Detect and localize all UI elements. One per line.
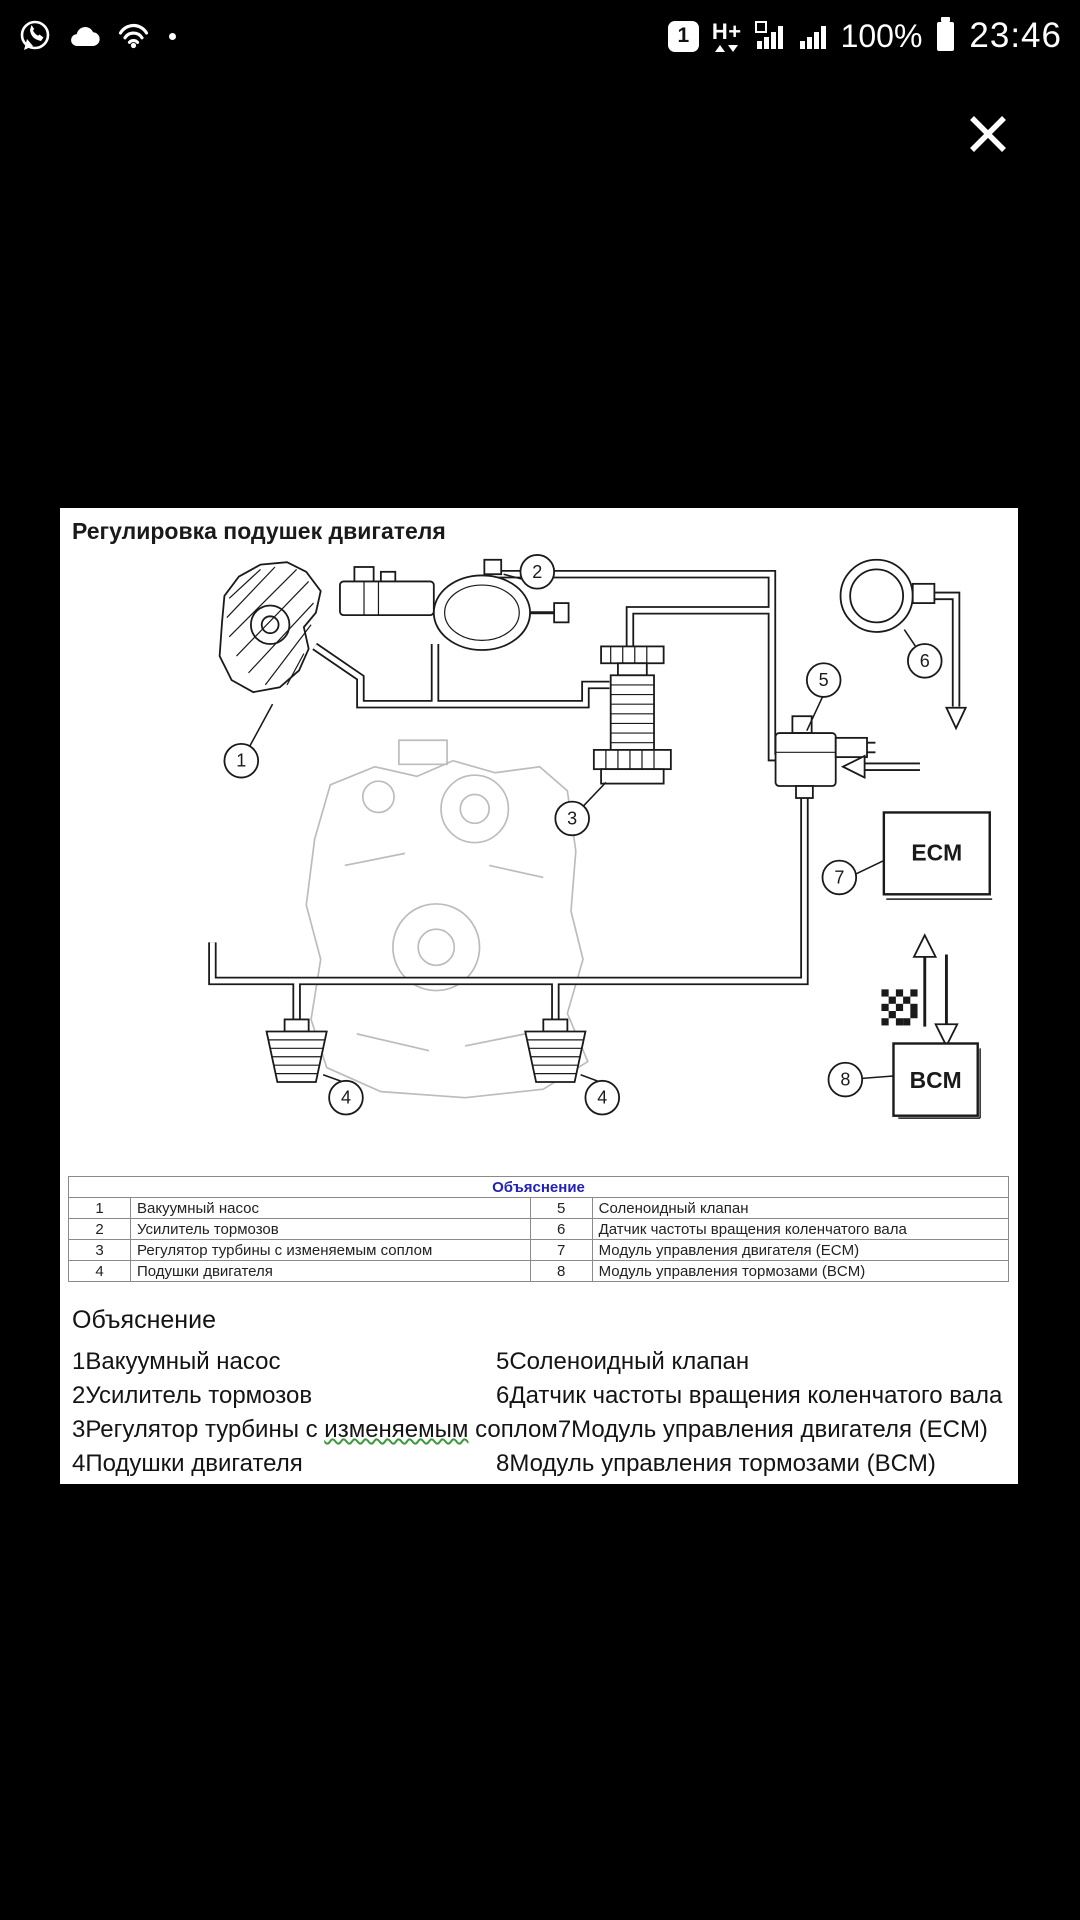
datamatrix-code bbox=[881, 989, 918, 1026]
callout-6: 6 bbox=[907, 643, 943, 679]
svg-text:4: 4 bbox=[597, 1088, 607, 1108]
legend-row: 1Вакуумный насос 5Соленоидный клапан bbox=[72, 1345, 1006, 1379]
legend-item: 7Модуль управления двигателя (ECM) bbox=[557, 1416, 988, 1443]
table-row: 3 Регулятор турбины с изменяемым соплом … bbox=[68, 1239, 1010, 1261]
table-cell-num: 1 bbox=[68, 1197, 131, 1219]
table-cell-num: 6 bbox=[529, 1218, 593, 1240]
cloud-icon bbox=[71, 27, 100, 47]
legend-text-block: Объяснение 1Вакуумный насос 5Соленоидный… bbox=[68, 1306, 1010, 1481]
spellcheck-marked-word: изменяемым bbox=[324, 1416, 469, 1443]
wifi-icon bbox=[118, 23, 149, 49]
table-header-row: Объяснение bbox=[68, 1176, 1009, 1198]
engine-mount-left bbox=[265, 1018, 328, 1083]
legend-item: 2Усилитель тормозов bbox=[72, 1382, 313, 1409]
table-cell-desc: Усилитель тормозов bbox=[130, 1218, 531, 1240]
legend-item: 6Датчик частоты вращения коленчатого вал… bbox=[496, 1382, 1003, 1409]
battery-icon bbox=[937, 16, 955, 51]
callout-3: 3 bbox=[554, 800, 590, 837]
callout-4-right: 4 bbox=[584, 1079, 621, 1116]
vacuum-system-diagram: ECM BCM bbox=[208, 554, 993, 1119]
legend-heading: Объяснение bbox=[72, 1306, 216, 1334]
callout-2: 2 bbox=[519, 554, 556, 590]
table-cell-desc: Модуль управления тормозами (BCM) bbox=[591, 1260, 1010, 1282]
bcm-label: BCM bbox=[910, 1067, 962, 1093]
clock: 23:46 bbox=[969, 16, 1062, 55]
callout-1: 1 bbox=[223, 742, 260, 779]
callout-4-left: 4 bbox=[328, 1079, 364, 1116]
svg-text:4: 4 bbox=[341, 1088, 351, 1108]
svg-text:2: 2 bbox=[532, 562, 542, 582]
brake-booster bbox=[339, 558, 570, 651]
svg-text:6: 6 bbox=[920, 651, 930, 671]
ecm-label: ECM bbox=[911, 840, 962, 866]
table-row: 2 Усилитель тормозов 6 Датчик частоты вр… bbox=[68, 1218, 1010, 1240]
table-cell-desc: Датчик частоты вращения коленчатого вала bbox=[591, 1218, 1010, 1240]
sim-badge: 1 bbox=[667, 20, 699, 52]
turbine-nozzle-regulator bbox=[592, 645, 672, 785]
table-cell-desc: Подушки двигателя bbox=[130, 1260, 531, 1282]
legend-item-text: 3Регулятор турбины с bbox=[72, 1416, 325, 1443]
battery-percent: 100% bbox=[840, 17, 923, 54]
legend-row: 3Регулятор турбины с изменяемым соплом 7… bbox=[72, 1413, 1006, 1447]
legend-item: 4Подушки двигателя bbox=[72, 1450, 303, 1477]
callout-8: 8 bbox=[827, 1061, 864, 1098]
table-header: Объяснение bbox=[68, 1176, 1009, 1198]
legend-item: 5Соленоидный клапан bbox=[496, 1348, 750, 1375]
svg-text:8: 8 bbox=[840, 1070, 850, 1090]
close-button[interactable] bbox=[962, 108, 1014, 160]
table-cell-num: 2 bbox=[68, 1218, 131, 1240]
table-cell-num: 5 bbox=[529, 1197, 593, 1219]
network-type-indicator: H+ bbox=[711, 18, 742, 52]
legend-row: 2Усилитель тормозов 6Датчик частоты вращ… bbox=[72, 1379, 1006, 1413]
table-cell-desc: Соленоидный клапан bbox=[591, 1197, 1010, 1219]
data-transfer-arrows-icon bbox=[715, 44, 739, 52]
table-row: 1 Вакуумный насос 5 Соленоидный клапан bbox=[68, 1197, 1010, 1219]
whatsapp-icon bbox=[20, 20, 50, 50]
status-icons-right: 1 H+ 100% 23:4 bbox=[667, 16, 1062, 56]
photo-image[interactable]: Регулировка подушек двигателя bbox=[60, 508, 1018, 1484]
svg-text:3: 3 bbox=[567, 809, 577, 829]
vacuum-pump bbox=[218, 561, 322, 694]
table-cell-num: 8 bbox=[529, 1260, 593, 1282]
legend-item: 3Регулятор турбины с изменяемым соплом bbox=[72, 1413, 558, 1447]
bcm-module: BCM bbox=[892, 1042, 981, 1119]
vacuum-tubing bbox=[208, 569, 961, 1027]
legend-item: 1Вакуумный насос bbox=[72, 1348, 281, 1375]
callouts: 1 2 3 4 4 bbox=[223, 554, 943, 1116]
svg-text:1: 1 bbox=[236, 751, 246, 771]
table-row: 4 Подушки двигателя 8 Модуль управления … bbox=[68, 1260, 1010, 1282]
close-icon bbox=[970, 116, 1006, 152]
svg-text:7: 7 bbox=[834, 867, 844, 887]
more-notifications-dot bbox=[169, 32, 176, 40]
table-cell-desc: Вакуумный насос bbox=[130, 1197, 531, 1219]
table-cell-num: 3 bbox=[68, 1239, 131, 1261]
table-cell-desc: Модуль управления двигателя (ECM) bbox=[591, 1239, 1010, 1261]
table-cell-desc: Регулятор турбины с изменяемым соплом bbox=[130, 1239, 531, 1261]
network-type-label: H+ bbox=[711, 18, 742, 44]
ecm-bcm-arrows-icon bbox=[912, 933, 959, 1048]
engine-mount-right bbox=[524, 1018, 587, 1083]
explanation-table: Объяснение 1 Вакуумный насос 5 Соленоидн… bbox=[68, 1176, 1010, 1282]
legend-item: 8Модуль управления тормозами (BCM) bbox=[496, 1450, 936, 1477]
sim-badge-number: 1 bbox=[677, 24, 690, 47]
legend-item-text: соплом bbox=[468, 1416, 558, 1443]
signal-bars-sim1-icon bbox=[754, 21, 783, 49]
svg-text:5: 5 bbox=[819, 670, 829, 690]
callout-7: 7 bbox=[821, 859, 858, 896]
solenoid-valve bbox=[774, 715, 876, 799]
status-bar: 1 H+ 100% 23:4 bbox=[0, 0, 1080, 72]
legend-row: 4Подушки двигателя 8Модуль управления то… bbox=[72, 1447, 1006, 1481]
crankshaft-speed-sensor bbox=[839, 558, 968, 731]
ecm-module: ECM bbox=[882, 811, 993, 900]
figure-title: Регулировка подушек двигателя bbox=[72, 518, 446, 544]
callout-5: 5 bbox=[805, 662, 842, 698]
table-cell-num: 4 bbox=[68, 1260, 131, 1282]
signal-bars-sim2-icon bbox=[799, 26, 826, 49]
status-icons-left bbox=[18, 19, 176, 53]
table-cell-num: 7 bbox=[529, 1239, 593, 1261]
